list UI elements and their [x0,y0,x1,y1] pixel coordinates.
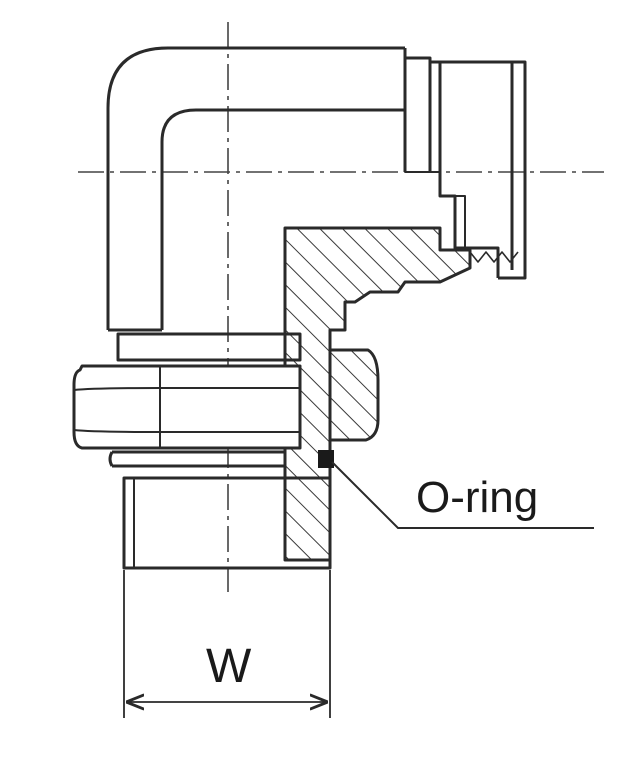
stud-end [122,476,332,570]
hatched-section [283,226,472,562]
lock-ring [108,450,285,468]
width-dimension [123,570,331,718]
o-ring-leader [331,461,594,529]
elbow-outer-contour [106,46,405,330]
o-ring-label: O-ring [416,473,538,522]
backup-ring [328,348,380,442]
width-label: W [206,640,252,693]
elbow-body [106,46,407,332]
elbow-inner-contour [160,108,405,330]
center-lines [78,22,604,592]
cutaway-section [283,226,472,562]
hex-nut [72,332,302,450]
o-ring-seal [318,450,334,468]
threaded-port-right [405,56,527,280]
